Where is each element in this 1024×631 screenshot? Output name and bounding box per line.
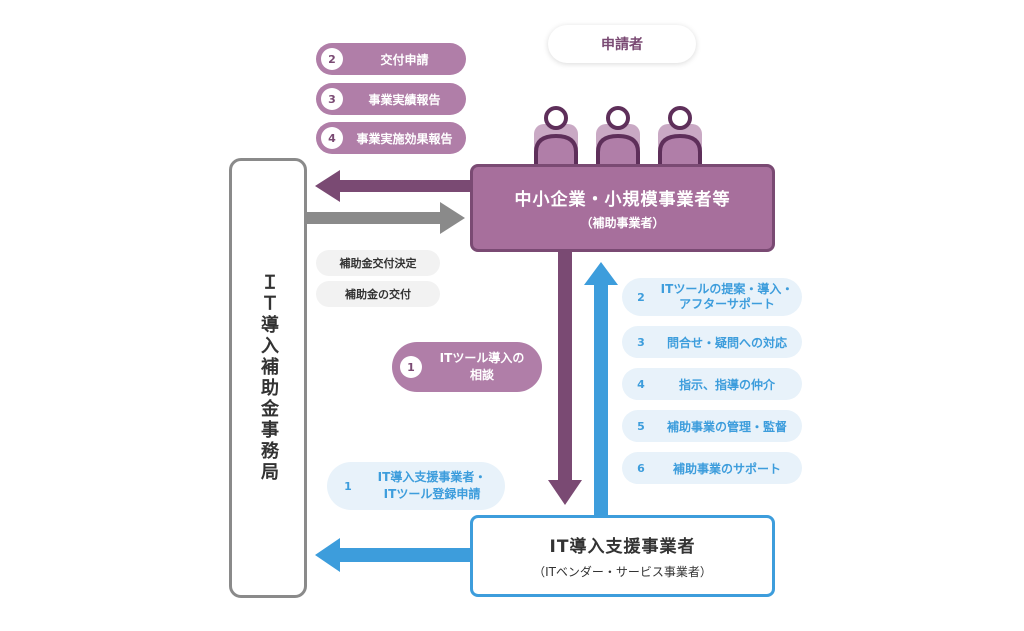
step-3-number: 3: [321, 88, 343, 110]
grant-decision-text: 補助金交付決定: [339, 257, 417, 270]
blue-step-6-pill: 6 補助事業のサポート: [622, 452, 802, 484]
office-box: ＩＴ導入補助金事務局: [229, 158, 307, 598]
vendor-register-number: 1: [344, 479, 352, 493]
sme-box: 中小企業・小規模事業者等 （補助事業者）: [470, 164, 775, 252]
vendor-register-pill: 1 IT導入支援事業者・ ITツール登録申請: [327, 462, 505, 510]
blue-step-2-pill: 2 ITツールの提案・導入・ アフターサポート: [622, 278, 802, 316]
consult-number: 1: [400, 356, 422, 378]
step-4-label: 事業実施効果報告: [356, 131, 453, 146]
blue-step-5-pill: 5 補助事業の管理・監督: [622, 410, 802, 442]
grant-payment-text: 補助金の交付: [345, 288, 411, 301]
consult-line1: ITツール導入の: [439, 351, 525, 365]
blue-step-3-number: 3: [637, 335, 645, 349]
arrow-sme-to-office: [315, 170, 470, 202]
blue-step-4-pill: 4 指示、指導の仲介: [622, 368, 802, 400]
consult-line2: 相談: [469, 368, 494, 382]
step-2-number: 2: [321, 48, 343, 70]
vendor-register-line2: ITツール登録申請: [383, 487, 481, 501]
office-title: ＩＴ導入補助金事務局: [258, 273, 279, 483]
person-head-2: [606, 106, 630, 130]
step-2-label: 交付申請: [380, 52, 429, 67]
blue-step-6-number: 6: [637, 461, 645, 475]
persons-icon: [534, 106, 702, 168]
blue-step-6-line1: 補助事業のサポート: [672, 461, 781, 476]
person-body-3: [658, 133, 702, 168]
grant-decision-label: 補助金交付決定: [316, 250, 440, 276]
grant-payment-label: 補助金の交付: [316, 281, 440, 307]
arrow-vendor-to-office: [315, 538, 470, 572]
step-3-label: 事業実績報告: [368, 92, 441, 107]
blue-step-3-line1: 問合せ・疑問への対応: [666, 335, 787, 350]
arrow-sme-to-vendor: [548, 252, 582, 505]
blue-step-5-line1: 補助事業の管理・監督: [666, 419, 787, 434]
blue-step-3-pill: 3 問合せ・疑問への対応: [622, 326, 802, 358]
step-2-pill: 2 交付申請: [316, 43, 466, 75]
person-head-3: [668, 106, 692, 130]
blue-step-2-line1: ITツールの提案・導入・: [660, 282, 794, 296]
sme-title: 中小企業・小規模事業者等: [514, 190, 731, 210]
blue-step-2-number: 2: [637, 290, 645, 304]
person-head-1: [544, 106, 568, 130]
person-body-2: [596, 133, 640, 168]
step-4-pill: 4 事業実施効果報告: [316, 122, 466, 154]
sme-subtitle: （補助事業者）: [580, 216, 665, 230]
blue-step-4-number: 4: [637, 377, 645, 391]
step-4-number: 4: [321, 127, 343, 149]
vendor-title: IT導入支援事業者: [549, 537, 696, 557]
blue-step-2-line2: アフターサポート: [679, 297, 775, 311]
person-body-1: [534, 133, 578, 168]
applicant-text: 申請者: [601, 37, 643, 53]
arrow-vendor-to-sme: [584, 262, 618, 515]
vendor-register-line1: IT導入支援事業者・: [377, 470, 487, 484]
vendor-box: IT導入支援事業者 （ITベンダー・サービス事業者）: [470, 515, 775, 597]
consult-pill: 1 ITツール導入の 相談: [392, 342, 542, 392]
arrow-office-to-sme: [307, 202, 465, 234]
blue-step-5-number: 5: [637, 419, 645, 433]
vendor-subtitle: （ITベンダー・サービス事業者）: [533, 565, 712, 579]
step-3-pill: 3 事業実績報告: [316, 83, 466, 115]
applicant-label: 申請者: [548, 25, 696, 63]
blue-step-4-line1: 指示、指導の仲介: [678, 377, 775, 392]
